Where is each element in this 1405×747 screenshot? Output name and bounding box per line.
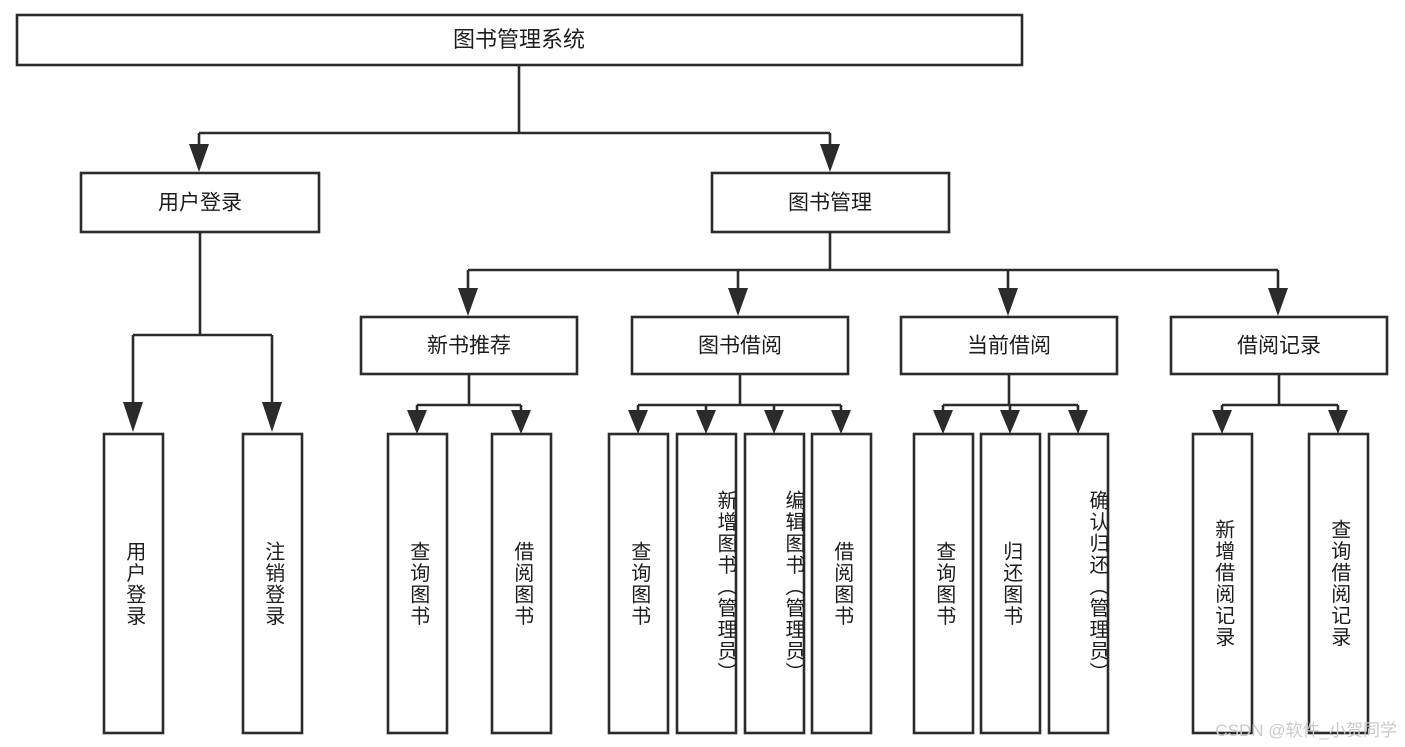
arrow-borrow-record <box>1268 288 1288 316</box>
node-current-borrow-label: 当前借阅 <box>967 335 1051 358</box>
node-book-management-rect[interactable] <box>710 171 951 234</box>
node-borrow-record-rect[interactable] <box>1169 315 1389 376</box>
arrow-book-borrow <box>728 288 748 316</box>
leaf-box-current-borrow-1[interactable] <box>912 432 975 735</box>
arrow-leaf-book-borrow-3 <box>764 410 784 434</box>
node-book-borrow-label: 图书借阅 <box>698 335 782 358</box>
arrow-leaf-user-login-1 <box>123 402 143 432</box>
arrow-leaf-new-book-2 <box>511 410 531 434</box>
node-borrow-record[interactable]: 借阅记录 <box>1169 315 1389 376</box>
leaf-box-current-borrow-2[interactable] <box>979 432 1042 735</box>
node-book-borrow-rect[interactable] <box>630 315 850 376</box>
leaf-box-borrow-record-2[interactable] <box>1307 432 1370 735</box>
node-current-borrow-rect[interactable] <box>899 315 1119 376</box>
node-new-book-recommend-rect[interactable] <box>359 315 579 376</box>
node-user-login-label: 用户登录 <box>158 192 242 215</box>
node-current-borrow[interactable]: 当前借阅 <box>899 315 1119 376</box>
node-book-management[interactable]: 图书管理 <box>710 171 951 234</box>
arrow-new-book-recommend <box>458 288 478 316</box>
node-new-book-recommend[interactable]: 新书推荐 <box>359 315 579 376</box>
leaf-box-new-book-1[interactable] <box>386 432 449 735</box>
node-user-login[interactable]: 用户登录 <box>79 171 321 234</box>
leaf-box-book-borrow-4[interactable] <box>810 432 873 735</box>
leaf-box-book-borrow-3[interactable] <box>743 432 806 735</box>
arrow-leaf-borrow-record-2 <box>1328 410 1348 434</box>
arrow-leaf-book-borrow-4 <box>831 410 851 434</box>
leaf-box-borrow-record-1[interactable] <box>1191 432 1254 735</box>
arrow-leaf-user-login-2 <box>262 402 282 432</box>
arrow-leaf-new-book-1 <box>407 410 427 434</box>
node-borrow-record-label: 借阅记录 <box>1237 335 1321 358</box>
arrow-leaf-borrow-record-1 <box>1212 410 1232 434</box>
leaf-box-user-login-2[interactable] <box>241 432 304 735</box>
arrow-leaf-current-borrow-1 <box>933 410 953 434</box>
arrow-leaf-book-borrow-1 <box>628 410 648 434</box>
leaf-box-current-borrow-3[interactable] <box>1047 432 1110 735</box>
arrow-leaf-current-borrow-3 <box>1068 410 1088 434</box>
node-root-label: 图书管理系统 <box>453 27 585 52</box>
node-root-rect[interactable] <box>15 13 1024 67</box>
arrow-leaf-current-borrow-2 <box>1000 410 1020 434</box>
leaf-box-book-borrow-2[interactable] <box>675 432 738 735</box>
leaf-box-user-login-1[interactable] <box>102 432 165 735</box>
arrow-user-login <box>189 144 209 172</box>
node-book-management-label: 图书管理 <box>788 192 872 215</box>
node-root[interactable]: 图书管理系统 <box>15 13 1024 67</box>
arrow-book-mgmt <box>820 144 840 172</box>
watermark-text: CSDN @软件_小贺同学 <box>1215 721 1397 740</box>
leaf-box-new-book-2[interactable] <box>490 432 553 735</box>
node-book-borrow[interactable]: 图书借阅 <box>630 315 850 376</box>
arrow-current-borrow <box>998 288 1018 316</box>
arrow-leaf-book-borrow-2 <box>696 410 716 434</box>
leaf-box-book-borrow-1[interactable] <box>607 432 670 735</box>
node-new-book-recommend-label: 新书推荐 <box>427 335 511 358</box>
